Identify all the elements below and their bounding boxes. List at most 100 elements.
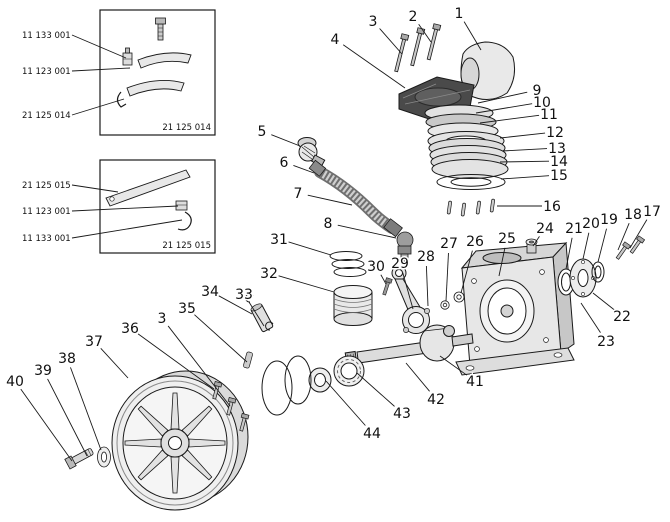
leader-line-10-9 bbox=[475, 103, 533, 114]
leader-line-31-30 bbox=[288, 241, 332, 256]
leader-line-18-17 bbox=[617, 223, 630, 251]
inset-bottom-hook bbox=[177, 211, 192, 231]
callout-38-38: 38 bbox=[58, 351, 76, 367]
callout-15-14: 15 bbox=[550, 168, 568, 184]
callout-30-29: 30 bbox=[367, 259, 385, 275]
callout-8-7: 8 bbox=[324, 216, 333, 232]
cover-gaskets bbox=[261, 355, 312, 416]
piston-rings bbox=[329, 251, 367, 277]
inset-bottom-clamp bbox=[175, 200, 188, 211]
callout-19-18: 19 bbox=[600, 212, 618, 228]
leader-line-3-34 bbox=[167, 325, 231, 407]
circlip-icon bbox=[265, 321, 274, 331]
leader-line-27-26 bbox=[445, 252, 449, 302]
leader-line-37-37 bbox=[100, 348, 129, 379]
leader-line-7-6 bbox=[307, 194, 353, 206]
callout-34-33: 34 bbox=[201, 284, 219, 300]
callout-17-16: 17 bbox=[643, 204, 661, 220]
inset-top-clamp bbox=[122, 47, 133, 66]
air-filter bbox=[297, 137, 326, 168]
flywheel bbox=[111, 370, 249, 511]
callout-41-41: 41 bbox=[466, 374, 484, 390]
inset-bottom-part-number-2: 11 133 001 bbox=[22, 234, 71, 244]
callout-12-11: 12 bbox=[546, 125, 564, 141]
leader-line-42-42 bbox=[405, 362, 430, 392]
inset-top-leader-1 bbox=[71, 67, 131, 72]
callout-18-17: 18 bbox=[624, 207, 642, 223]
leader-line-30-29 bbox=[380, 274, 387, 285]
circlip-icon bbox=[245, 293, 254, 303]
leader-line-40-40 bbox=[20, 388, 73, 462]
leader-line-23-22 bbox=[580, 302, 601, 333]
leader-line-21-20 bbox=[565, 237, 573, 270]
crankcase bbox=[455, 241, 575, 376]
inset-bottom-strap-hole bbox=[109, 196, 115, 202]
callout-11-10: 11 bbox=[540, 107, 558, 123]
leader-line-4-3 bbox=[342, 44, 406, 89]
callout-28-27: 28 bbox=[417, 249, 435, 265]
leader-line-2-1 bbox=[418, 23, 432, 43]
callout-33-32: 33 bbox=[235, 287, 253, 303]
leader-line-44-44 bbox=[325, 380, 366, 426]
callout-20-19: 20 bbox=[582, 216, 600, 232]
leader-line-35-35 bbox=[194, 314, 248, 363]
callout-22-21: 22 bbox=[613, 309, 631, 325]
callout-24-23: 24 bbox=[536, 221, 554, 237]
leader-line-38-38 bbox=[70, 367, 102, 451]
leader-line-25-24 bbox=[498, 247, 506, 277]
callout-44-44: 44 bbox=[363, 426, 381, 442]
inset-bottom-leader-0 bbox=[71, 184, 119, 193]
braided-hose bbox=[308, 159, 403, 238]
connecting-rod bbox=[382, 265, 430, 334]
callout-43-43: 43 bbox=[393, 406, 411, 422]
inset-box-top bbox=[99, 9, 216, 136]
leader-line-24-23 bbox=[532, 236, 540, 247]
callout-35-35: 35 bbox=[178, 301, 196, 317]
inset-top-bolt bbox=[155, 17, 166, 41]
callout-16-15: 16 bbox=[543, 199, 561, 215]
inset-bottom-strap bbox=[105, 169, 191, 207]
breather-plug bbox=[525, 238, 538, 254]
inset-bottom-part-number-0: 21 125 015 bbox=[22, 181, 71, 191]
callout-21-20: 21 bbox=[565, 221, 583, 237]
leader-line-15-14 bbox=[500, 175, 550, 180]
mount-bolt-washer bbox=[64, 446, 111, 470]
callout-36-36: 36 bbox=[121, 321, 139, 337]
callout-25-24: 25 bbox=[498, 231, 516, 247]
inset-bottom-leader-2 bbox=[71, 219, 183, 239]
cylinder-gasket bbox=[436, 174, 506, 190]
leader-line-41-41 bbox=[439, 355, 468, 376]
leader-line-32-31 bbox=[278, 275, 335, 293]
callout-3-2: 3 bbox=[369, 14, 378, 30]
inset-bottom-part-number: 21 125 015 bbox=[162, 241, 211, 251]
callout-37-37: 37 bbox=[85, 334, 103, 350]
inset-top-part-number-2: 21 125 014 bbox=[22, 111, 71, 121]
leader-line-11-10 bbox=[479, 114, 540, 124]
inset-top-strap-2 bbox=[126, 79, 185, 97]
studs bbox=[446, 198, 495, 217]
callout-9-8: 9 bbox=[533, 83, 542, 99]
crankshaft bbox=[344, 324, 474, 366]
callout-23-22: 23 bbox=[597, 334, 615, 350]
callout-10-9: 10 bbox=[533, 95, 551, 111]
callout-40-40: 40 bbox=[6, 374, 24, 390]
leader-line-36-36 bbox=[137, 333, 215, 390]
finned-cylinder bbox=[427, 131, 509, 179]
callout-1-0: 1 bbox=[455, 6, 464, 22]
inset-top-leader-0 bbox=[71, 34, 127, 59]
callout-26-25: 26 bbox=[466, 234, 484, 250]
leader-line-43-43 bbox=[356, 372, 395, 407]
leader-line-29-28 bbox=[402, 272, 414, 310]
callout-14-13: 14 bbox=[550, 154, 568, 170]
leader-line-26-25 bbox=[460, 250, 473, 294]
callout-3-34: 3 bbox=[158, 311, 167, 327]
leader-line-14-13 bbox=[499, 160, 550, 163]
callout-2-1: 2 bbox=[409, 9, 418, 25]
callout-42-42: 42 bbox=[427, 392, 445, 408]
leader-line-34-33 bbox=[218, 295, 253, 315]
inset-top-part-number-0: 11 133 001 bbox=[22, 31, 71, 41]
leader-line-28-27 bbox=[425, 265, 429, 307]
elbow-fitting bbox=[396, 231, 414, 262]
